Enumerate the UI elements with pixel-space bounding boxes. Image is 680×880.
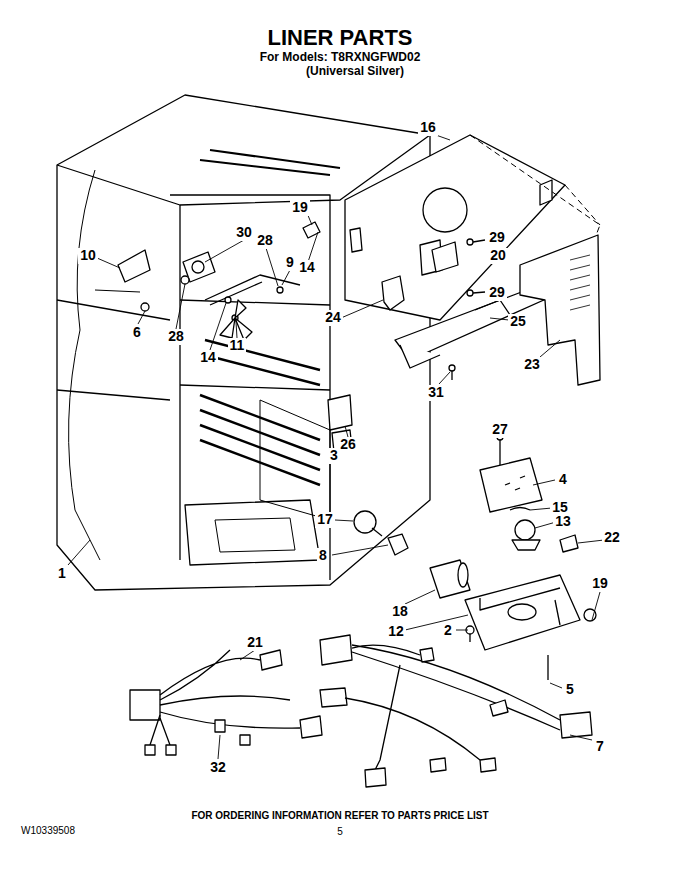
page-number: 5	[335, 826, 345, 837]
callout-number: 6	[131, 325, 143, 340]
callout-number: 21	[245, 635, 265, 650]
callout-number: 10	[78, 248, 98, 263]
callout-number: 28	[255, 233, 275, 248]
callout-number: 7	[594, 739, 606, 754]
diagram-title: LINER PARTS	[265, 26, 414, 50]
callout-number: 1	[56, 566, 68, 581]
callout-number: 8	[317, 548, 329, 563]
callout-number: 5	[564, 682, 576, 697]
callout-number: 14	[198, 350, 218, 365]
callout-number: 25	[508, 314, 528, 329]
callout-number: 27	[490, 422, 510, 437]
callout-number: 16	[418, 120, 438, 135]
callout-number: 11	[228, 338, 247, 353]
callout-number: 31	[426, 385, 446, 400]
callout-number: 28	[166, 329, 186, 344]
callout-number: 19	[590, 576, 610, 591]
callout-number: 23	[522, 357, 542, 372]
callout-number: 2	[442, 623, 454, 638]
callout-number: 14	[297, 260, 317, 275]
callout-number: 9	[284, 255, 296, 270]
callout-number: 24	[323, 310, 343, 325]
callout-number: 17	[315, 512, 335, 527]
callout-number: 20	[488, 248, 508, 263]
model-line: (Universal Silver)	[304, 65, 406, 78]
callout-number: 30	[234, 225, 254, 240]
callout-number: 26	[338, 437, 358, 452]
callout-number: 19	[290, 200, 310, 215]
callout-number: 22	[602, 530, 622, 545]
footer-note: FOR ORDERING INFORMATION REFER TO PARTS …	[189, 810, 490, 821]
callout-number: 12	[386, 624, 406, 639]
callout-number: 29	[487, 285, 507, 300]
model-line: For Models: T8RXNGFWD02	[258, 51, 423, 64]
callout-number: 29	[487, 230, 507, 245]
callout-number: 4	[557, 472, 569, 487]
callout-number: 13	[553, 514, 573, 529]
callout-number: 3	[328, 448, 340, 463]
callout-number: 18	[390, 604, 410, 619]
document-number: W10339508	[19, 825, 77, 836]
callout-number: 32	[208, 760, 228, 775]
